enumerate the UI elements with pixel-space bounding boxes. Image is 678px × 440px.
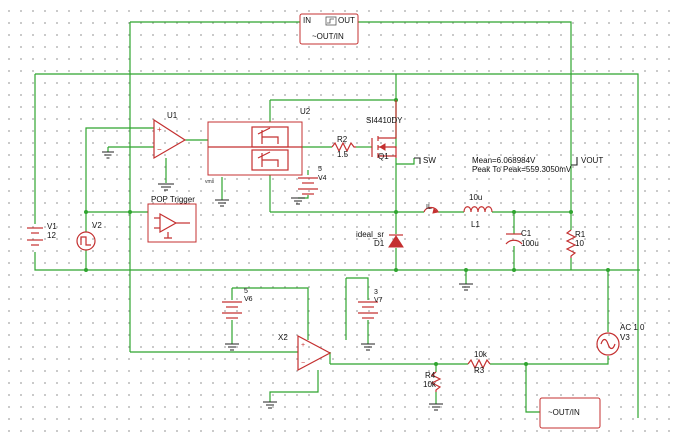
v2-label: V2: [92, 221, 102, 230]
u1-label: U1: [167, 111, 178, 120]
v4-battery-symbol[interactable]: [298, 177, 318, 195]
probe-bottom-name: ~OUT/IN: [548, 408, 580, 417]
u2-gate-driver-symbol[interactable]: [207, 121, 303, 176]
v7-battery-symbol[interactable]: [358, 301, 378, 319]
v3-ac-value: AC 1 0: [620, 323, 645, 332]
r2-resistor-symbol[interactable]: [331, 141, 356, 153]
r1-label: R1: [575, 230, 586, 239]
ground-icon: [459, 283, 473, 291]
l1-inductor-symbol[interactable]: [463, 206, 493, 213]
v4-label: V4: [318, 175, 327, 182]
v6-value: 5: [244, 288, 248, 295]
v3-ac-source-symbol[interactable]: [596, 332, 620, 356]
ground-icon: [291, 197, 305, 205]
vout-label: VOUT: [581, 156, 604, 165]
wires: [34, 21, 640, 418]
probe-bottom-symbol[interactable]: [539, 397, 601, 429]
v2-pulse-source-symbol[interactable]: [76, 231, 96, 251]
c1-capacitor-symbol[interactable]: [505, 233, 523, 245]
u1-comparator-symbol[interactable]: + −: [153, 118, 187, 160]
probe-out-label: OUT: [338, 16, 355, 25]
v1-value: 12: [47, 231, 56, 240]
d1-label: D1: [374, 239, 385, 248]
measurement-mean: Mean=6.068984V: [472, 156, 536, 165]
r3-value: 10k: [474, 350, 487, 359]
r1-resistor-symbol[interactable]: [565, 229, 577, 258]
v7-label: V7: [374, 297, 383, 304]
q1-label: Q1: [378, 152, 389, 161]
probe-in-label: IN: [303, 16, 311, 25]
pop-trigger-symbol[interactable]: [147, 203, 197, 243]
v6-label: V6: [244, 296, 253, 303]
r4-resistor-symbol[interactable]: [430, 371, 442, 392]
measurement-peak: Peak To Peak=559.3050mV: [472, 165, 572, 174]
il-current-probe-symbol[interactable]: [423, 206, 440, 214]
ground-icon: [158, 183, 174, 191]
l1-value: 10u: [469, 193, 483, 202]
pop-trigger-label: POP Trigger: [151, 195, 195, 204]
d1-diode-symbol[interactable]: [388, 234, 404, 248]
r2-label: R2: [337, 135, 348, 144]
svg-text:−: −: [301, 360, 305, 367]
ground-icon: [102, 151, 114, 159]
r4-value: 10k: [423, 380, 436, 389]
vout-net-flag: [571, 157, 578, 166]
ground-icon: [225, 343, 239, 351]
svg-text:+: +: [157, 125, 162, 134]
probe-top-name: ~OUT/IN: [312, 32, 344, 41]
v7-value: 3: [374, 289, 378, 296]
r4-label: R4: [425, 371, 436, 380]
junctions: [84, 98, 610, 366]
q1-part-label: SI4410DY: [366, 116, 403, 125]
r1-value: 10: [575, 239, 584, 248]
r3-label: R3: [474, 366, 485, 375]
u2-pin-label: vms: [205, 179, 215, 185]
c1-value: 100u: [521, 239, 539, 248]
r3-resistor-symbol[interactable]: [467, 358, 491, 370]
x2-opamp-symbol[interactable]: + −: [297, 335, 332, 371]
q1-mosfet-symbol[interactable]: [371, 100, 397, 158]
v6-battery-symbol[interactable]: [222, 301, 242, 319]
l1-label: L1: [471, 220, 480, 229]
v3-label: V3: [620, 333, 630, 342]
sw-label: SW: [423, 156, 436, 165]
ground-icon: [263, 401, 277, 409]
v1-battery-symbol[interactable]: [27, 227, 43, 246]
u2-label: U2: [300, 107, 311, 116]
sw-net-flag: [414, 157, 421, 164]
d1-part-label: ideal_sr: [356, 230, 385, 239]
il-label: IL: [426, 204, 432, 211]
probe-top-symbol[interactable]: [299, 13, 359, 45]
svg-text:−: −: [157, 145, 162, 154]
r2-value: 1.5: [337, 150, 349, 159]
ground-icon: [215, 199, 229, 207]
svg-text:+: +: [301, 342, 305, 349]
v4-value: 5: [318, 166, 322, 173]
c1-label: C1: [521, 229, 532, 238]
ground-icon: [361, 343, 375, 351]
v1-label: V1: [47, 222, 57, 231]
x2-label: X2: [278, 333, 288, 342]
ground-icon: [429, 403, 443, 411]
